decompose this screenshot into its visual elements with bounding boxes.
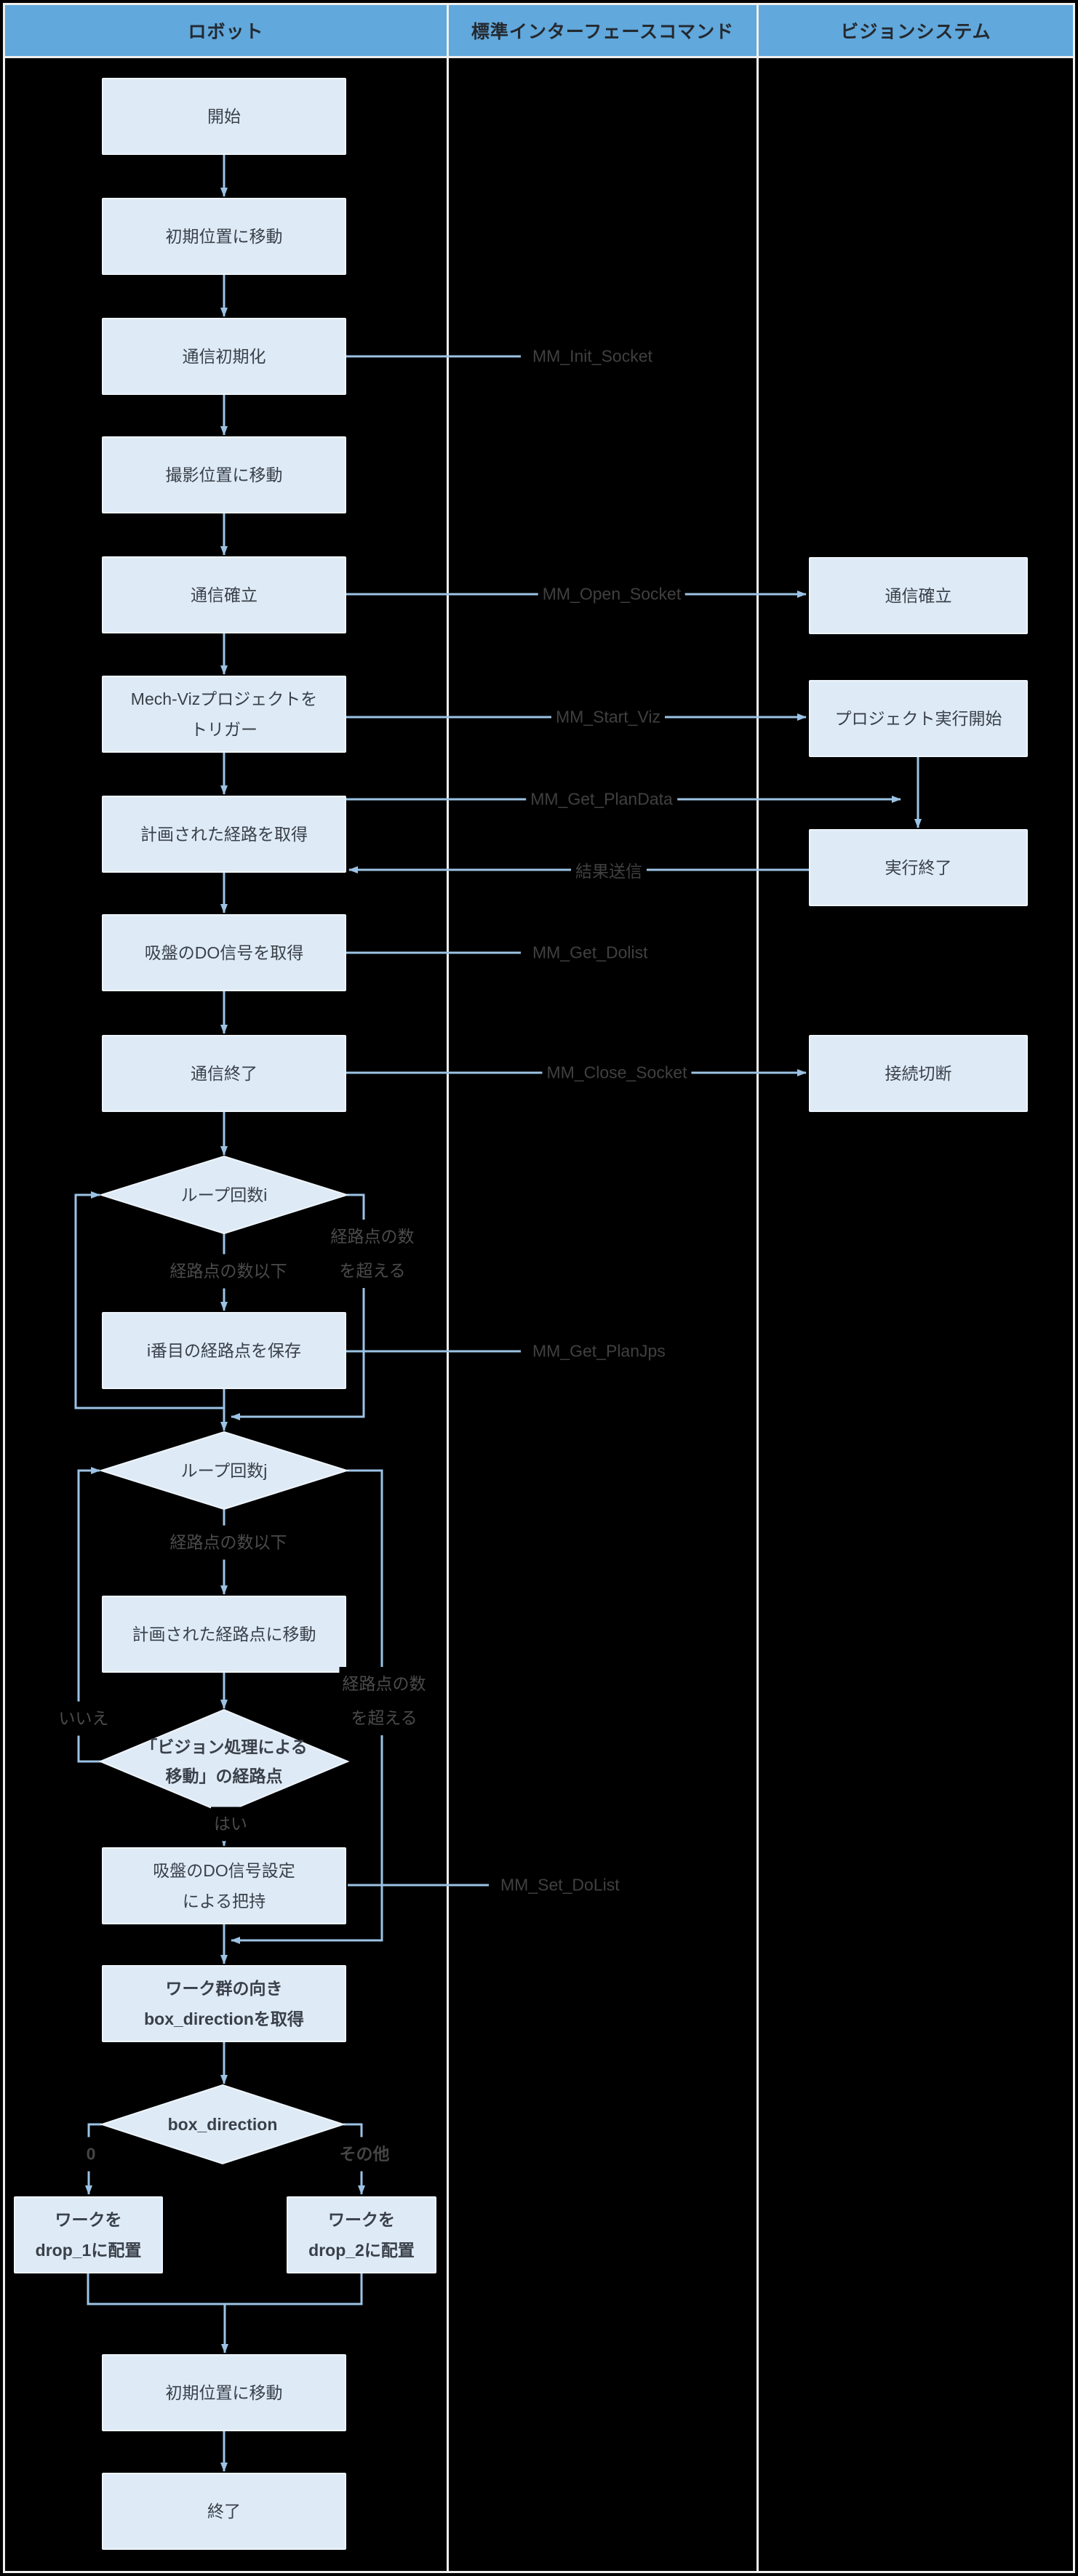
node-move-capture: 撮影位置に移動 bbox=[102, 436, 346, 513]
node-loop-i-label: ループ回数i bbox=[180, 1185, 268, 1204]
branch-other: その他 bbox=[336, 2137, 393, 2172]
node-get-do: 吸盤のDO信号を取得 bbox=[102, 914, 346, 991]
command-send-result: 結果送信 bbox=[571, 857, 647, 883]
node-save-waypoint: i番目の経路点を保存 bbox=[102, 1312, 346, 1389]
node-trigger-viz: Mech-Vizプロジェクトをトリガー bbox=[102, 676, 346, 753]
branch-no: いいえ bbox=[55, 1701, 112, 1736]
command-get-planjps: MM_Get_PlanJps bbox=[528, 1340, 670, 1362]
branch-loop-j-over: 経路点の数 を超える bbox=[339, 1667, 429, 1735]
command-start-viz: MM_Start_Viz bbox=[551, 706, 666, 728]
node-get-path: 計画された経路を取得 bbox=[102, 796, 346, 873]
node-loop-j-label: ループ回数j bbox=[180, 1461, 268, 1480]
branch-loop-i-under: 経路点の数以下 bbox=[167, 1254, 290, 1289]
header-underline bbox=[3, 56, 1075, 58]
flow-arrows bbox=[220, 155, 922, 2472]
node-move-initial-2: 初期位置に移動 bbox=[102, 2354, 346, 2431]
node-vision-project-start: プロジェクト実行開始 bbox=[809, 680, 1028, 757]
node-close-comm: 通信終了 bbox=[102, 1035, 346, 1112]
node-check-direction-shape bbox=[99, 2084, 346, 2165]
branch-zero: 0 bbox=[83, 2137, 99, 2172]
command-get-plan-data: MM_Get_PlanData bbox=[526, 788, 677, 810]
node-init-comm: 通信初期化 bbox=[102, 318, 346, 395]
node-set-do: 吸盤のDO信号設定による把持 bbox=[102, 1847, 346, 1924]
decision-diamonds bbox=[98, 1155, 350, 2165]
node-end: 終了 bbox=[102, 2473, 346, 2550]
node-move-waypoint: 計画された経路点に移動 bbox=[102, 1596, 346, 1673]
node-loop-i-shape bbox=[98, 1155, 350, 1235]
node-establish-comm: 通信確立 bbox=[102, 556, 346, 633]
node-vision-establish-comm: 通信確立 bbox=[809, 557, 1028, 634]
outer-border bbox=[3, 3, 1075, 2573]
node-vision-exec-end: 実行終了 bbox=[809, 829, 1028, 906]
lane-divider-2 bbox=[756, 5, 759, 2571]
lane-divider-1 bbox=[447, 5, 449, 2571]
node-start: 開始 bbox=[102, 78, 346, 155]
command-set-dolist: MM_Set_DoList bbox=[496, 1874, 624, 1896]
node-vision-disconnect: 接続切断 bbox=[809, 1035, 1028, 1112]
command-get-dolist: MM_Get_Dolist bbox=[528, 942, 652, 964]
node-loop-j-shape bbox=[98, 1431, 350, 1511]
node-move-initial: 初期位置に移動 bbox=[102, 198, 346, 275]
command-init-socket: MM_Init_Socket bbox=[528, 345, 657, 367]
node-vision-waypoint-label: 「ビジョン処理による 移動」の経路点 bbox=[140, 1737, 308, 1785]
branch-loop-i-over: 経路点の数 を超える bbox=[327, 1220, 418, 1288]
lane-header-vision: ビジョンシステム bbox=[759, 5, 1073, 56]
lane-header-robot: ロボット bbox=[5, 5, 447, 56]
branch-loop-j-under: 経路点の数以下 bbox=[167, 1525, 290, 1560]
lane-header-commands: 標準インターフェースコマンド bbox=[449, 5, 756, 56]
command-close-socket: MM_Close_Socket bbox=[542, 1062, 692, 1084]
node-check-direction-label: box_direction bbox=[167, 2115, 278, 2134]
branch-yes: はい bbox=[211, 1807, 250, 1841]
command-open-socket: MM_Open_Socket bbox=[538, 583, 686, 605]
